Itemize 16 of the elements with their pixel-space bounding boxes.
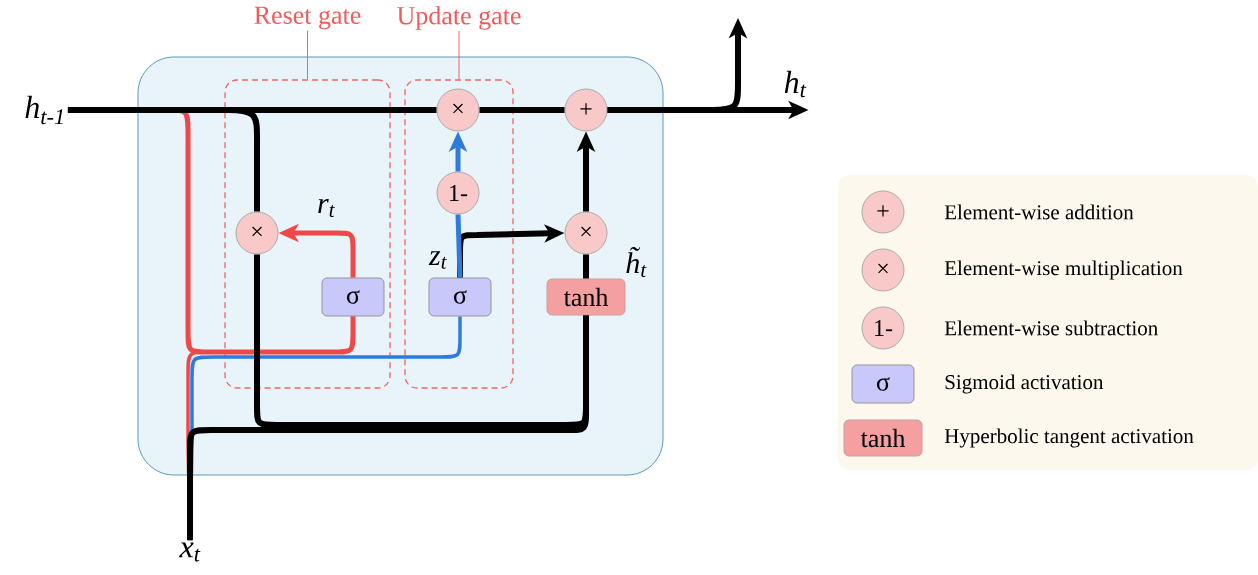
sigmoid-box: σ [851,364,915,404]
variable-label: h$_{t-1}$ [25,95,63,125]
legend-text: Hyperbolic tangent activation [944,428,1194,448]
sigmoid-box: σ [321,277,385,317]
variable-label: x$_{t}$ [179,542,201,562]
tanh-box: tanh [546,278,626,316]
variable-label: z$_{t}$ [428,251,447,269]
legend-text: Element-wise multiplication [944,260,1183,280]
legend-text: Element-wise subtraction [944,320,1158,336]
tanh-box: tanh [843,419,923,457]
variable-label: r$_{t}$ [318,198,335,218]
sigmoid-box: σ [428,277,492,317]
variable-label: h̃$_{t}$ [626,246,647,278]
legend-text: Element-wise addition [944,204,1134,220]
legend-text: Sigmoid activation [945,374,1104,394]
variable-label: h$_{t}$ [784,70,807,98]
